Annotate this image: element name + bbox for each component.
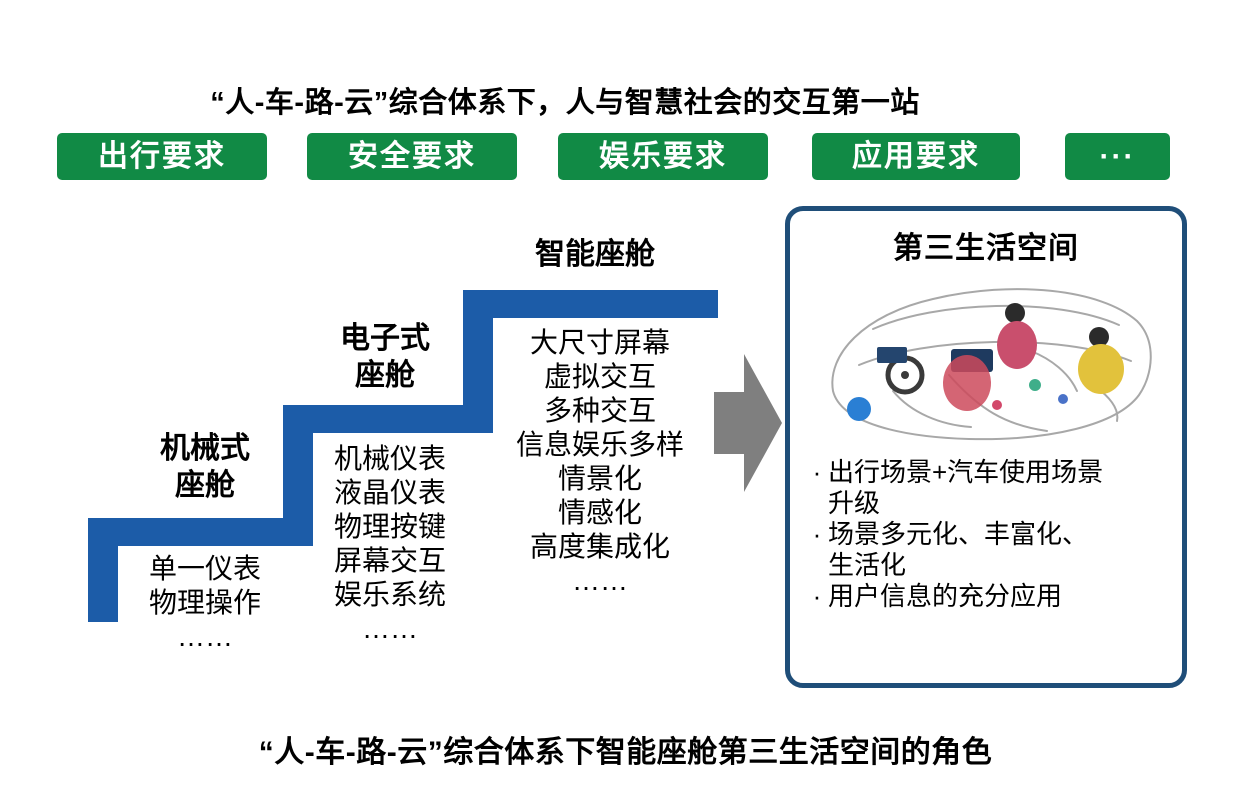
bullet-text: 用户信息的充分应用 — [828, 581, 1062, 612]
bullet-text: 出行场景+汽车使用场景 升级 — [828, 457, 1103, 519]
step-items-smart: 大尺寸屏幕 虚拟交互 多种交互 信息娱乐多样 情景化 情感化 高度集成化 …… — [490, 326, 710, 598]
bullet-line: 用户信息的充分应用 — [828, 581, 1063, 611]
step-items-mechanical: 单一仪表 物理操作 …… — [105, 552, 305, 654]
step-title-line: 智能座舱 — [535, 238, 655, 271]
bullet-line: 场景多元化、丰富化、 — [828, 519, 1089, 549]
step-item: 情感化 — [557, 497, 642, 528]
step-item: 屏幕交互 — [333, 545, 446, 576]
bullet-text: 场景多元化、丰富化、 生活化 — [828, 519, 1088, 581]
stair-tread-mechanical — [88, 518, 313, 546]
third-space-bullet: · 用户信息的充分应用 — [806, 581, 1174, 612]
requirement-chip-entertainment: 娱乐要求 — [558, 133, 768, 180]
step-item: 液晶仪表 — [333, 477, 446, 508]
third-space-box: 第三生活空间 — [785, 206, 1187, 688]
bullet-line: 生活化 — [828, 550, 907, 580]
step-item: 情景化 — [557, 463, 642, 494]
bullet-line: 出行场景+汽车使用场景 — [828, 457, 1104, 487]
step-item: 虚拟交互 — [543, 361, 656, 392]
step-title-line: 电子式 — [340, 322, 430, 355]
step-item: …… — [362, 613, 418, 644]
step-item: 大尺寸屏幕 — [529, 327, 670, 358]
step-items-electronic: 机械仪表 液晶仪表 物理按键 屏幕交互 娱乐系统 …… — [295, 442, 485, 646]
bullet-dot-icon: · — [812, 457, 822, 487]
stair-tread-smart — [463, 290, 718, 318]
step-item: 高度集成化 — [529, 531, 670, 562]
step-item: 多种交互 — [543, 395, 656, 426]
third-space-bullets: · 出行场景+汽车使用场景 升级 · 场景多元化、丰富化、 生活化 · 用户信息… — [806, 457, 1174, 612]
step-item: …… — [177, 621, 233, 652]
step-title-line: 机械式 — [160, 432, 250, 465]
step-item: 物理操作 — [148, 587, 261, 618]
third-space-title: 第三生活空间 — [893, 232, 1079, 265]
requirement-chip-travel: 出行要求 — [57, 133, 267, 180]
evolution-arrow-icon — [714, 354, 782, 492]
car-interior-sketch — [831, 288, 1152, 441]
stair-tread-electronic — [283, 405, 492, 433]
bullet-line: 升级 — [828, 488, 881, 518]
step-item: …… — [572, 565, 628, 596]
requirement-chip-safety: 安全要求 — [307, 133, 517, 180]
step-item: 信息娱乐多样 — [515, 429, 684, 460]
step-title-mechanical: 机械式 座舱 — [115, 430, 295, 504]
bullet-dot-icon: · — [812, 581, 822, 611]
figure-top-title: “人-车-路-云”综合体系下，人与智慧社会的交互第一站 — [210, 87, 920, 119]
bullet-dot-icon: · — [812, 519, 822, 549]
step-item: 单一仪表 — [148, 553, 261, 584]
step-item: 物理按键 — [333, 511, 446, 542]
step-title-line: 座舱 — [355, 359, 415, 392]
step-item: 机械仪表 — [333, 443, 446, 474]
step-item: 娱乐系统 — [333, 579, 446, 610]
third-space-bullet: · 出行场景+汽车使用场景 升级 — [806, 457, 1174, 519]
step-title-electronic: 电子式 座舱 — [300, 320, 470, 394]
requirement-chip-application: 应用要求 — [812, 133, 1020, 180]
third-space-bullet: · 场景多元化、丰富化、 生活化 — [806, 519, 1174, 581]
figure-caption-bottom: “人-车-路-云”综合体系下智能座舱第三生活空间的角色 — [258, 736, 993, 769]
requirement-chip-more: ··· — [1065, 133, 1170, 180]
step-title-line: 座舱 — [175, 469, 235, 502]
step-title-smart: 智能座舱 — [470, 236, 720, 273]
